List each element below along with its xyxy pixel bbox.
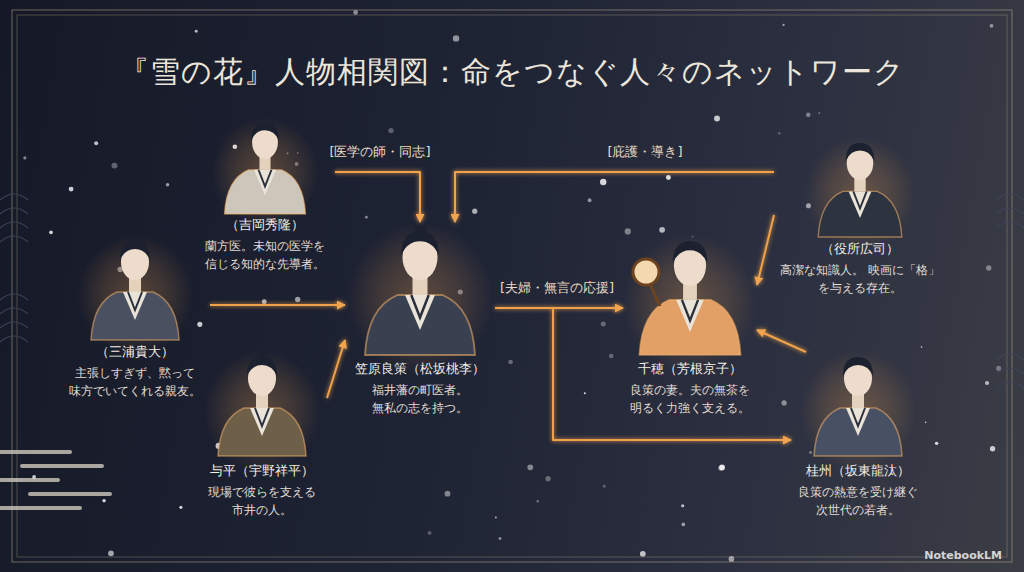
person-name: 笠原良策（松坂桃李） — [345, 360, 495, 378]
snow-flake — [295, 297, 300, 302]
person-description: 良策の熱意を受け継ぐ 次世代の若者。 — [791, 483, 925, 519]
snow-flake — [609, 354, 614, 359]
snow-flake — [32, 475, 36, 479]
person-description: 蘭方医。未知の医学を 信じる知的な先導者。 — [195, 237, 335, 273]
connector-group — [210, 172, 806, 440]
snow-flake — [625, 228, 631, 234]
snow-flake — [781, 400, 786, 405]
person-node: 桂州（坂東龍汰） 良策の熱意を受け継ぐ 次世代の若者。 — [791, 352, 925, 519]
snow-flake — [499, 537, 502, 540]
person-node: （三浦貴大） 主張しすぎず、黙って 味方でいてくれる親友。 — [60, 235, 210, 400]
snow-flake — [681, 523, 685, 527]
snow-flake — [197, 322, 202, 327]
diagram-title: 『雪の花』人物相関図：命をつなぐ人々のネットワーク — [0, 52, 1024, 93]
snow-flake — [495, 516, 497, 518]
person-description: 主張しすぎず、黙って 味方でいてくれる親友。 — [60, 364, 210, 400]
snow-flake — [921, 346, 923, 348]
snow-flake — [445, 491, 451, 497]
relation-label: [医学の師・同志] — [329, 144, 430, 161]
snow-flake — [588, 198, 592, 202]
snow-flake — [527, 464, 533, 470]
snow-flake — [809, 451, 812, 454]
person-description: 現場で彼らを支える 市井の人。 — [197, 483, 327, 519]
snow-flake — [666, 175, 671, 180]
snow-flake — [985, 381, 989, 385]
snow-flake — [23, 156, 26, 159]
person-node: 笠原良策（松坂桃李） 福井藩の町医者。 無私の志を持つ。 — [345, 222, 495, 417]
person-name: 与平（宇野祥平） — [197, 462, 327, 480]
snow-flake — [94, 141, 98, 145]
person-name: （三浦貴大） — [60, 343, 210, 361]
relation-arrow — [335, 172, 420, 222]
snow-flake — [818, 112, 820, 114]
snow-flake — [584, 392, 586, 394]
snow-flake — [925, 421, 927, 423]
person-node: （役所広司） 高潔な知識人。 映画に「格」を与える存在。 — [774, 138, 946, 297]
snow-flake — [472, 209, 477, 214]
person-description: 高潔な知識人。 映画に「格」を与える存在。 — [774, 261, 946, 297]
snow-flake — [990, 24, 994, 28]
snow-flake — [102, 499, 105, 502]
person-node: （吉岡秀隆） 蘭方医。未知の医学を 信じる知的な先導者。 — [195, 118, 335, 273]
snow-flake — [729, 556, 735, 562]
person-description: 福井藩の町医者。 無私の志を持つ。 — [345, 381, 495, 417]
snow-flake — [996, 366, 1001, 371]
snow-flake — [195, 30, 198, 33]
person-name: 桂州（坂東龍汰） — [791, 462, 925, 480]
relation-arrow — [327, 340, 345, 398]
relation-arrow — [210, 304, 345, 306]
snow-flake — [545, 476, 550, 481]
snow-flake — [428, 531, 432, 535]
snow-flake — [990, 446, 995, 451]
person-name: （役所広司） — [774, 240, 946, 258]
snow-flake — [108, 550, 114, 556]
snow-flake — [353, 10, 358, 15]
snow-flake — [778, 132, 780, 134]
snow-flake — [714, 116, 720, 122]
snow-flake — [601, 322, 606, 327]
snow-flake — [69, 187, 74, 192]
relation-arrow — [757, 330, 806, 352]
snow-flake — [508, 360, 513, 365]
person-name: 千穂（芳根京子） — [623, 360, 757, 378]
relation-arrow — [757, 215, 774, 285]
snow-flake — [603, 484, 606, 487]
relation-arrow — [455, 172, 774, 222]
snow-flake — [388, 128, 393, 133]
person-node: 千穂（芳根京子） 良策の妻。夫の無茶を 明るく力強く支える。 — [623, 236, 757, 417]
relation-label: [夫婦・無言の応援] — [500, 280, 614, 297]
snow-flake — [935, 442, 938, 445]
person-name: （吉岡秀隆） — [195, 216, 335, 234]
snow-flake — [536, 500, 539, 503]
person-description: 良策の妻。夫の無茶を 明るく力強く支える。 — [623, 381, 757, 417]
snow-flake — [49, 230, 53, 234]
snow-flake — [262, 299, 267, 304]
snow-flake — [659, 227, 665, 233]
person-node: 与平（宇野祥平） 現場で彼らを支える 市井の人。 — [197, 352, 327, 519]
snow-flake — [782, 24, 784, 26]
snow-flake — [719, 465, 725, 471]
snow-flake — [986, 265, 992, 271]
snow-flake — [600, 179, 606, 185]
snow-flake — [166, 183, 170, 187]
relation-arrow — [495, 308, 791, 440]
snow-flake — [640, 551, 646, 557]
relation-label: [庇護・導き] — [607, 144, 682, 161]
snow-flake — [806, 113, 811, 118]
snow-flake — [111, 163, 117, 169]
watermark: NotebookLM — [924, 549, 1002, 562]
snow-flake — [179, 506, 182, 509]
snow-flake — [681, 504, 684, 507]
snow-flake — [365, 216, 368, 219]
snow-flake — [453, 35, 459, 41]
